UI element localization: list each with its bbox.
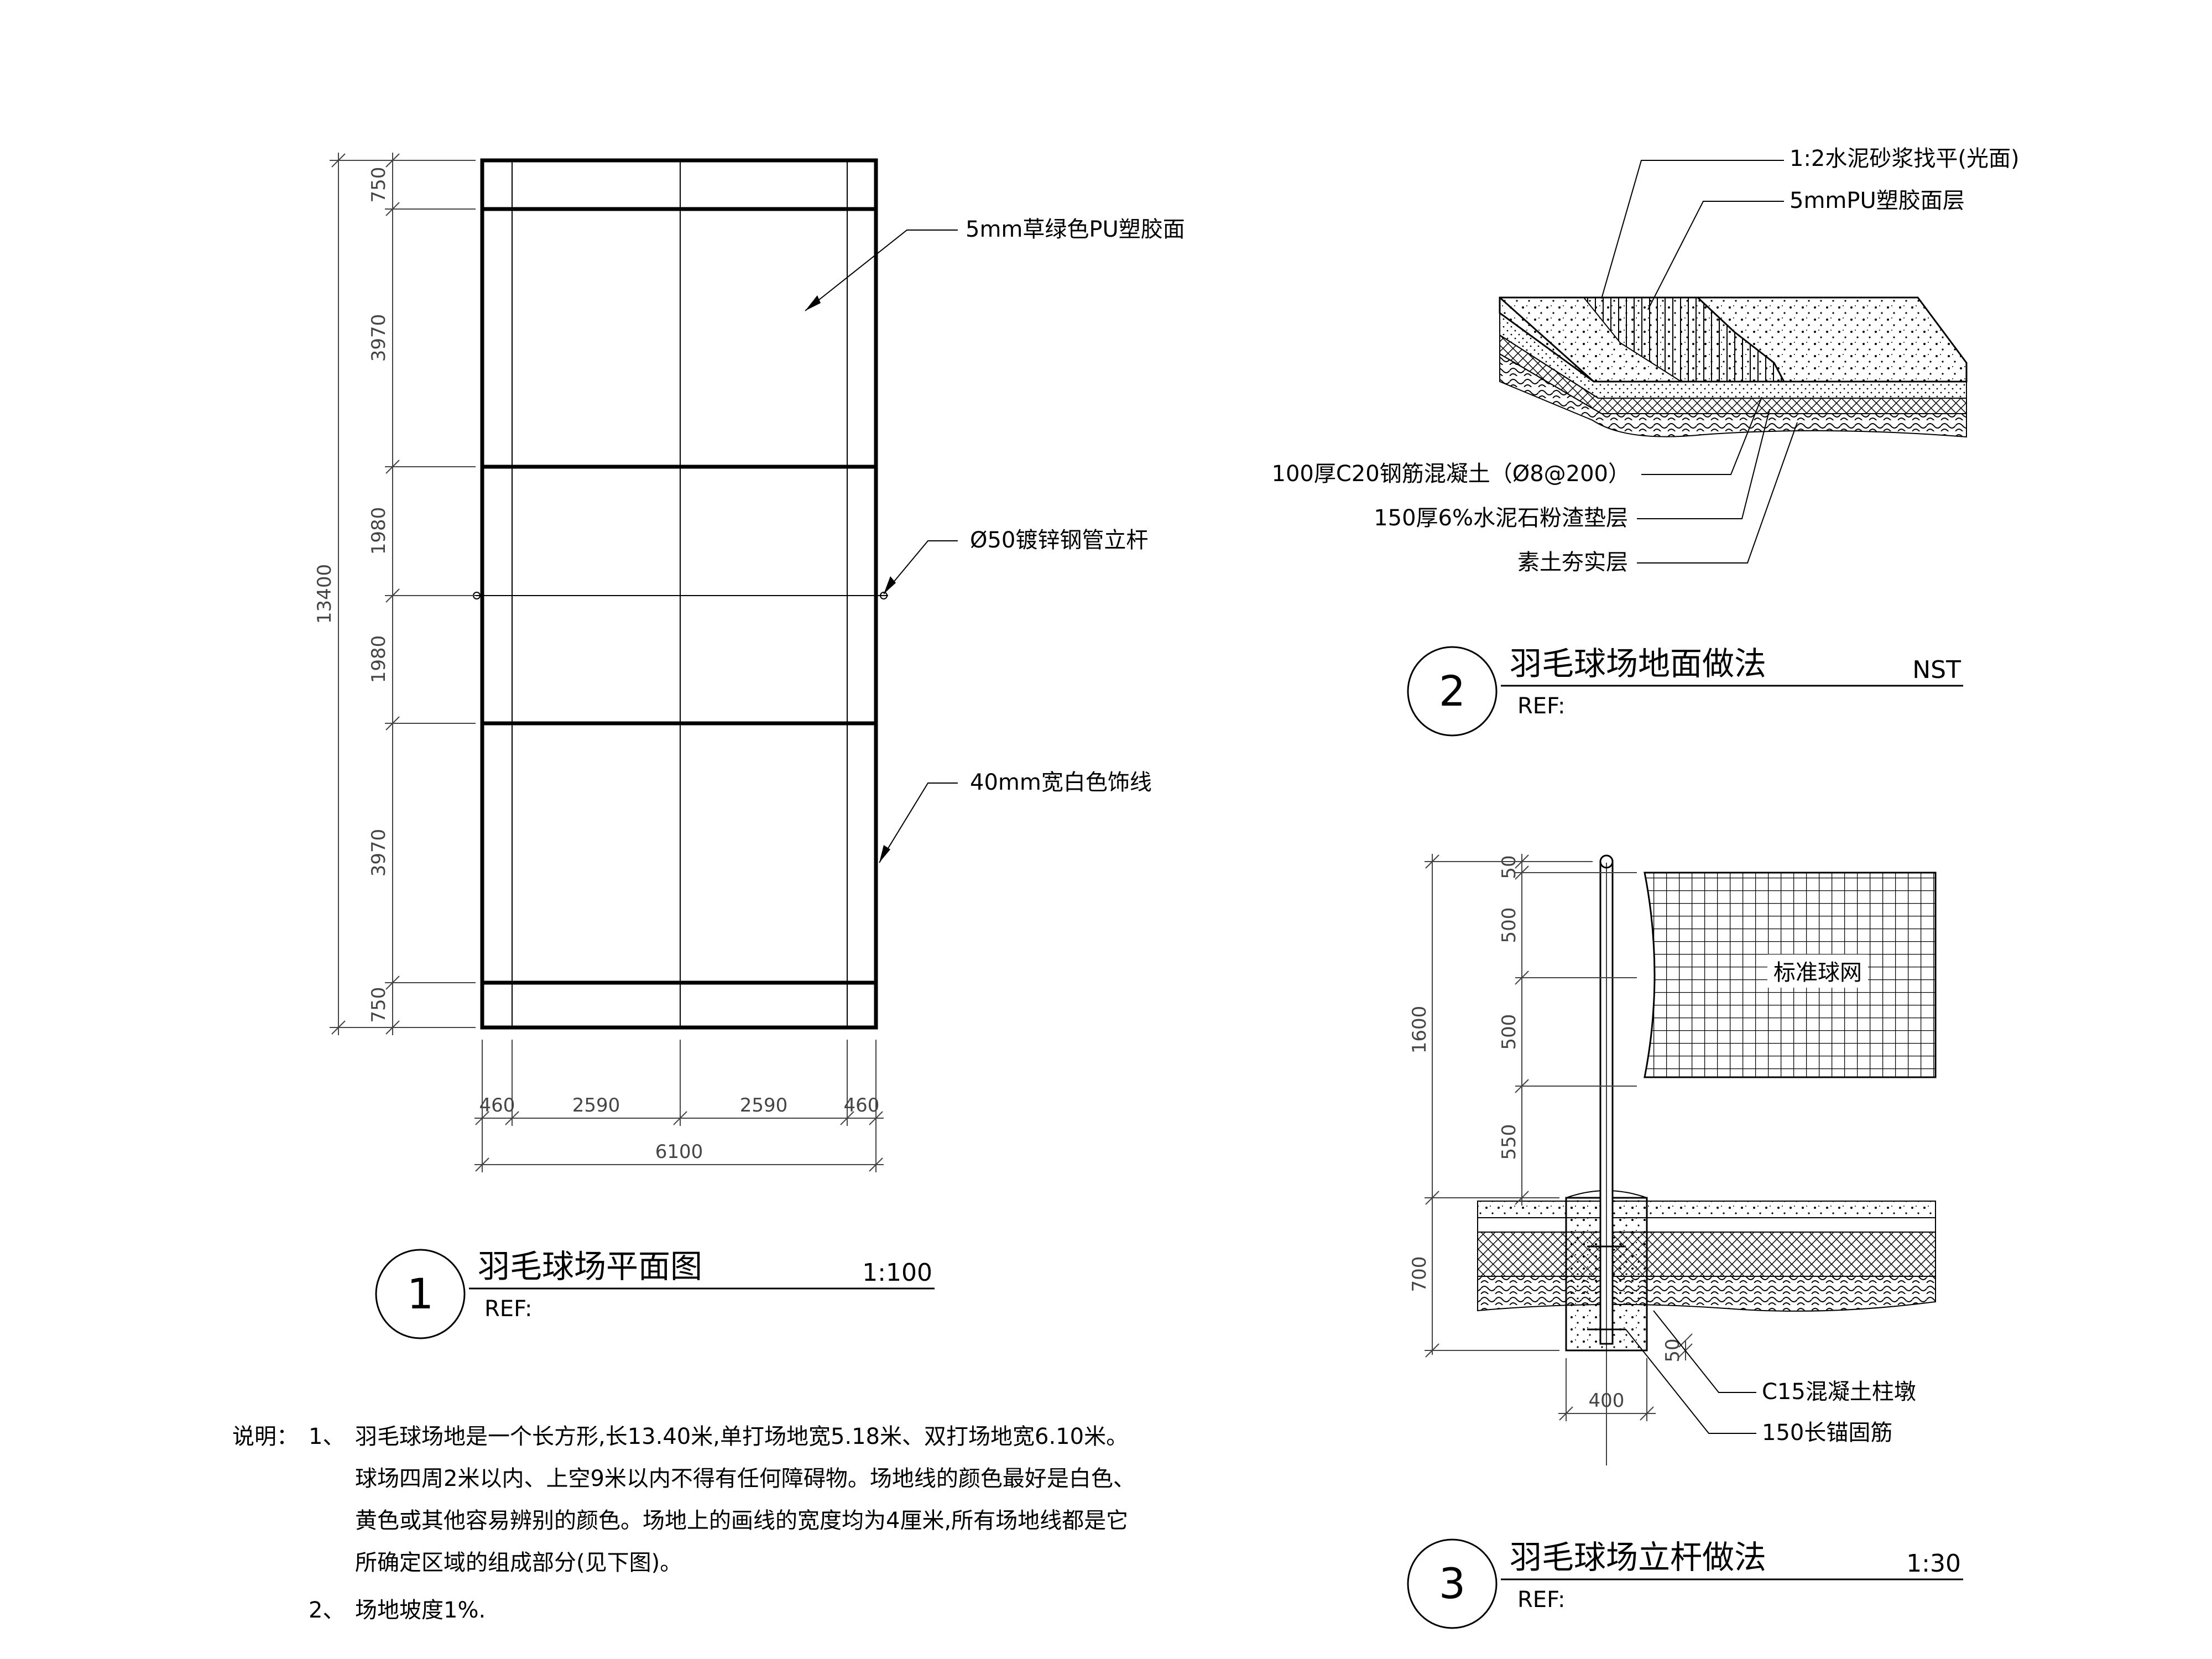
court-plan: 750 3970 1980 1980 3970 750 13400 xyxy=(314,153,1185,1339)
drawing3-ref: REF: xyxy=(1517,1587,1565,1613)
drawing2-ref: REF: xyxy=(1517,693,1565,719)
dim-h-3: 2590 xyxy=(740,1094,788,1117)
dim-v-6: 750 xyxy=(368,987,390,1023)
post-dim-1600: 1600 xyxy=(1408,1006,1431,1054)
dim-h-4: 460 xyxy=(844,1094,880,1117)
design-notes: 说明： 1、 羽毛球场地是一个长方形,长13.40米,单打场地宽5.18米、双打… xyxy=(232,1416,1228,1631)
drawing1-number: 1 xyxy=(407,1269,434,1318)
drawing3-number: 3 xyxy=(1439,1559,1465,1608)
drawing3-scale: 1:30 xyxy=(1906,1550,1961,1578)
post-detail: 标准球网 xyxy=(1407,854,1963,1629)
drawing1-ref: REF: xyxy=(484,1296,532,1322)
note-1-line-3: 黄色或其他容易辨别的颜色。场地上的画线的宽度均为4厘米,所有场地线都是它 xyxy=(355,1508,1129,1533)
drawing2-scale: NST xyxy=(1912,656,1961,684)
post-dim-50-bottom: 50 xyxy=(1662,1338,1684,1362)
note-2-line-1: 场地坡度1%. xyxy=(355,1598,486,1623)
dim-h-total: 6100 xyxy=(655,1141,703,1163)
drawing2-title: 羽毛球场地面做法 xyxy=(1510,645,1766,682)
note-2-number: 2、 xyxy=(309,1598,345,1623)
dim-v-5: 3970 xyxy=(368,829,390,877)
layer-leveling: 1:2水泥砂浆找平(光面) xyxy=(1790,146,2020,171)
post-dim-500-a: 500 xyxy=(1498,907,1520,943)
callout-footing: C15混凝土柱墩 xyxy=(1762,1379,1916,1405)
callout-anchor: 150长锚固筋 xyxy=(1762,1420,1892,1446)
note-1-number: 1、 xyxy=(309,1424,345,1449)
drawing3-title: 羽毛球场立杆做法 xyxy=(1510,1538,1766,1576)
post-dim-50-top: 50 xyxy=(1498,855,1520,879)
post-dim-500-b: 500 xyxy=(1498,1014,1520,1050)
dim-v-3: 1980 xyxy=(368,507,390,555)
dim-v-total: 13400 xyxy=(314,564,336,624)
note-1-line-2: 球场四周2米以内、上空9米以内不得有任何障碍物。场地线的颜色最好是白色、 xyxy=(355,1466,1135,1491)
dim-v-2: 3970 xyxy=(368,314,390,362)
layer-soil: 素土夯实层 xyxy=(1517,550,1628,575)
callout-surface: 5mm草绿色PU塑胶面 xyxy=(966,217,1185,242)
layer-pu: 5mmPU塑胶面层 xyxy=(1790,188,1965,213)
layer-concrete: 100厚C20钢筋混凝土（Ø8@200） xyxy=(1272,461,1630,487)
net-label: 标准球网 xyxy=(1773,960,1862,985)
drawing1-scale: 1:100 xyxy=(862,1259,932,1287)
floor-section: 1:2水泥砂浆找平(光面) 5mmPU塑胶面层 100厚C20钢筋混凝土（Ø8@… xyxy=(1272,146,2020,737)
post-dim-700: 700 xyxy=(1408,1256,1431,1292)
callout-post: Ø50镀锌钢管立杆 xyxy=(970,528,1148,553)
dim-h-1: 460 xyxy=(479,1094,515,1117)
drawing1-title: 羽毛球场平面图 xyxy=(478,1248,702,1285)
note-1-line-4: 所确定区域的组成部分(见下图)。 xyxy=(355,1550,682,1575)
post-dim-400: 400 xyxy=(1589,1390,1625,1412)
dim-h-2: 2590 xyxy=(572,1094,620,1117)
layer-cushion: 150厚6%水泥石粉渣垫层 xyxy=(1374,505,1628,531)
dim-v-4: 1980 xyxy=(368,635,390,684)
note-1-line-1: 羽毛球场地是一个长方形,长13.40米,单打场地宽5.18米、双打场地宽6.10… xyxy=(355,1424,1129,1449)
dim-v-1: 750 xyxy=(368,167,390,203)
callout-line: 40mm宽白色饰线 xyxy=(970,770,1152,795)
post-dim-550: 550 xyxy=(1498,1124,1520,1160)
notes-heading: 说明： xyxy=(232,1424,299,1449)
drawing2-number: 2 xyxy=(1439,666,1465,716)
